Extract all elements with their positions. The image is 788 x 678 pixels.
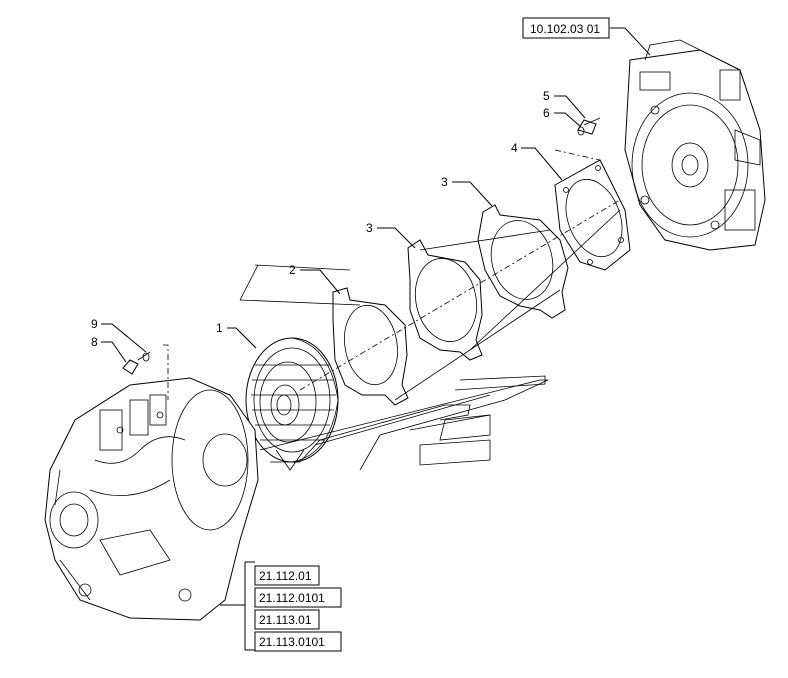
gasket-plate-4 — [554, 159, 631, 271]
callout-6: 6 — [543, 106, 550, 120]
callout-3-rear: 3 — [441, 175, 448, 189]
engine-reference-label: 10.102.03 01 — [530, 22, 600, 36]
flex-plate-3-rear — [477, 204, 569, 319]
trans-ref-label-3: 21.113.01 — [259, 613, 312, 627]
callout-3-front: 3 — [366, 221, 373, 235]
trans-ref-label-2: 21.112.0101 — [259, 591, 325, 605]
callout-8: 8 — [91, 335, 98, 349]
callout-labels: 1 2 3 3 4 5 6 8 9 — [91, 89, 550, 349]
engine-reference-box[interactable]: 10.102.03 01 — [522, 17, 610, 39]
bolt-washer-5-6 — [577, 117, 601, 136]
callout-1: 1 — [216, 321, 223, 335]
callout-4: 4 — [511, 141, 518, 155]
engine-flywheel-housing — [624, 39, 766, 251]
trans-ref-box-2[interactable]: 21.112.0101 — [254, 587, 342, 608]
callout-9: 9 — [91, 317, 98, 331]
trans-ref-box-4[interactable]: 21.113.0101 — [254, 631, 342, 652]
callout-5: 5 — [543, 89, 550, 103]
flex-plate-3-front — [407, 239, 483, 361]
bolt-washer-8-9 — [122, 351, 151, 375]
trans-ref-label-4: 21.113.0101 — [259, 635, 325, 649]
transmission-reference-boxes: 21.112.01 21.112.0101 21.113.01 21.113.0… — [254, 565, 342, 652]
transmission-housing — [44, 377, 259, 621]
trans-ref-box-1[interactable]: 21.112.01 — [254, 565, 320, 586]
trans-ref-box-3[interactable]: 21.113.01 — [254, 609, 320, 630]
exploded-guide-lines — [259, 209, 621, 471]
trans-ref-label-1: 21.112.01 — [259, 569, 312, 583]
leader-lines — [101, 27, 651, 651]
torque-converter-1 — [245, 337, 339, 463]
callout-2: 2 — [289, 263, 296, 277]
drive-plate-2 — [332, 287, 409, 406]
alignment-lines — [163, 149, 621, 400]
